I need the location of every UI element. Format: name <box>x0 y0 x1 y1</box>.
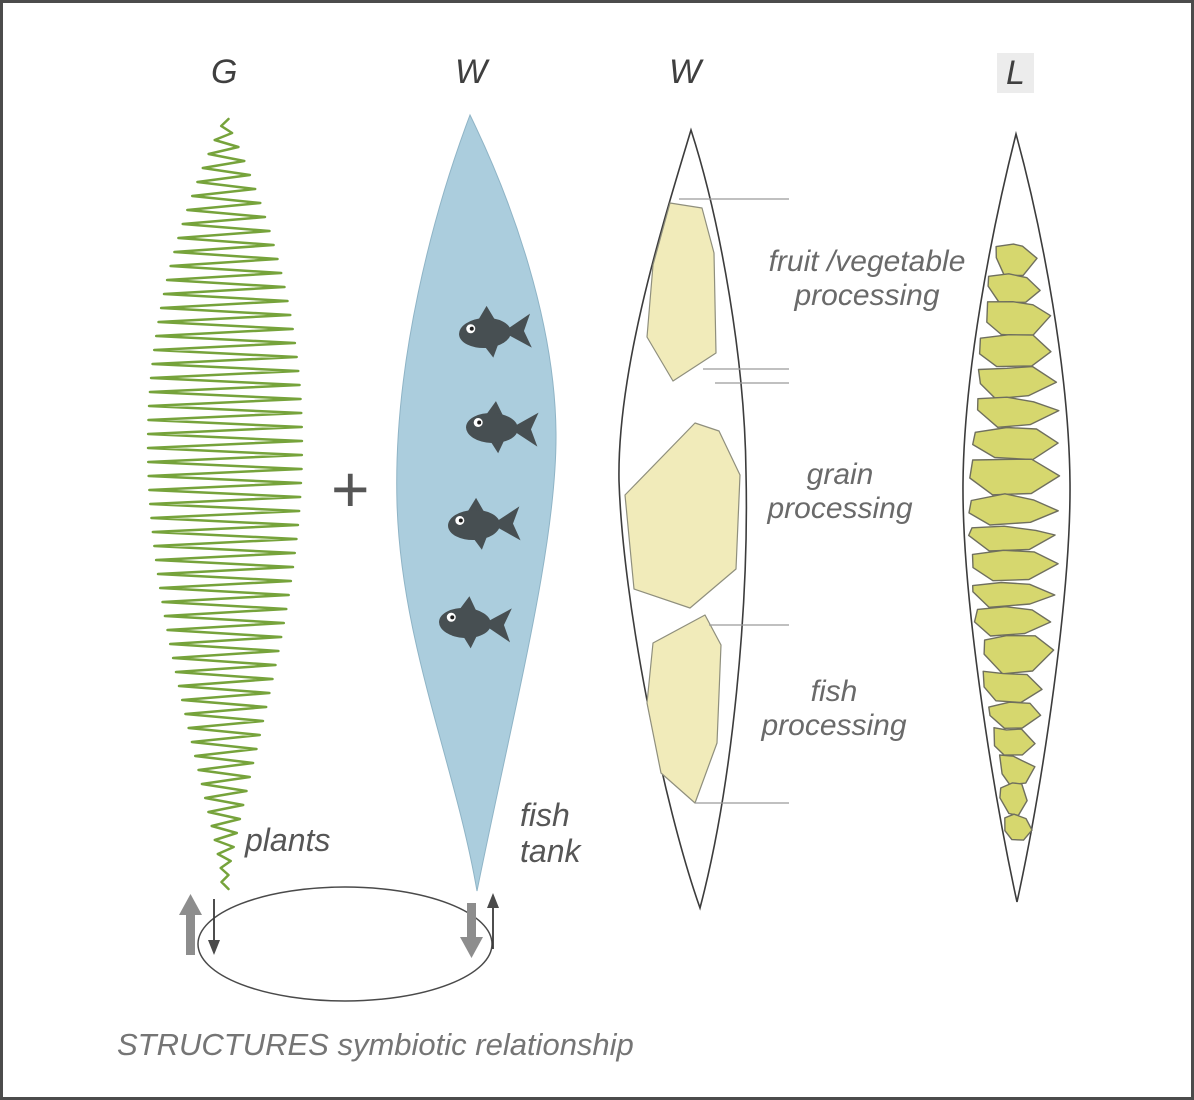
block-piece <box>969 458 1061 496</box>
block-piece <box>983 634 1055 675</box>
block-piece <box>998 754 1036 786</box>
block-piece <box>968 525 1056 552</box>
block-piece <box>972 426 1059 461</box>
fruit-vegetable-label-line1: fruit /vegetable <box>768 245 966 278</box>
arrow-up-thin-icon <box>487 893 499 949</box>
block-stack <box>968 243 1061 841</box>
block-piece <box>976 396 1060 428</box>
arrow-down-icon <box>460 903 483 958</box>
arrow-down-thin-icon <box>208 899 220 955</box>
block-piece <box>987 273 1041 304</box>
block-piece <box>1004 813 1033 841</box>
fish-zone <box>646 614 722 804</box>
fruit-vegetable-label: fruit /vegetable processing <box>743 245 991 312</box>
column-letter-g: G <box>211 53 238 91</box>
fruit-vegetable-zone <box>646 202 717 382</box>
plants-label: plants <box>245 822 331 858</box>
plant-coil-icon <box>146 117 304 891</box>
fish-processing-label: fish processing <box>749 675 919 742</box>
block-piece <box>999 782 1028 817</box>
grain-label-line1: grain <box>806 458 874 491</box>
arrow-up-icon <box>179 894 202 955</box>
fish-processing-label-line1: fish <box>810 675 858 708</box>
block-piece <box>977 365 1058 400</box>
fruit-vegetable-label-line2: processing <box>794 278 940 312</box>
block-piece <box>971 549 1059 582</box>
block-piece <box>995 243 1038 277</box>
fish-tank-label: fish tank <box>520 797 581 870</box>
symbiosis-loop <box>197 886 493 1002</box>
block-piece <box>986 301 1052 337</box>
plus-sign: + <box>331 452 370 526</box>
grain-label-line2: processing <box>767 491 913 525</box>
leader-lines <box>679 198 789 804</box>
fish-tank-label-line1: fish <box>520 797 570 833</box>
block-piece <box>972 581 1056 608</box>
block-piece <box>978 334 1052 368</box>
block-piece <box>982 670 1043 704</box>
grain-zone <box>624 422 741 609</box>
column-letter-l: L <box>997 53 1034 94</box>
fish-tank-label-line2: tank <box>520 832 581 869</box>
grain-label: grain processing <box>755 458 925 525</box>
column-letter-w2: W <box>669 53 702 91</box>
column-letter-w1: W <box>455 53 488 91</box>
fish-processing-label-line2: processing <box>761 708 907 742</box>
block-piece <box>968 493 1059 526</box>
caption: STRUCTURES symbiotic relationship <box>117 1027 634 1062</box>
block-piece <box>988 701 1042 729</box>
block-piece <box>973 606 1052 637</box>
block-piece <box>993 727 1036 756</box>
diagram-graphics <box>146 113 1071 1002</box>
exchange-arrows <box>179 893 499 958</box>
